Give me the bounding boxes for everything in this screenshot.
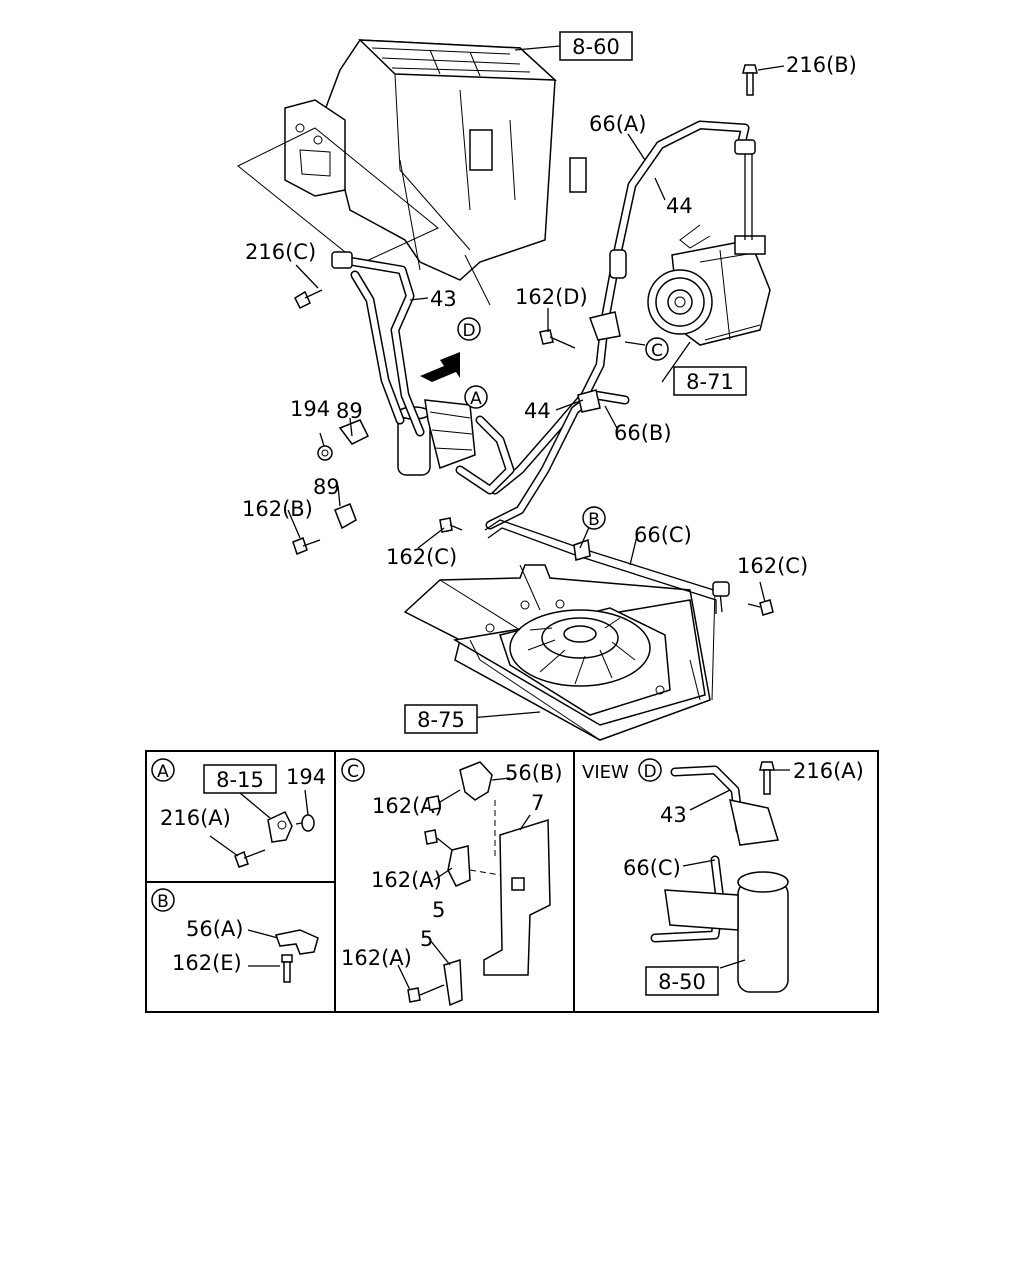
view-d-arrow-icon (420, 352, 460, 382)
label-89-low: 89 (313, 475, 340, 499)
detail-panel-b: B 56(A) 162(E) (151, 888, 319, 983)
label-44-mid: 44 (524, 399, 551, 423)
ref-8-75: 8-75 (417, 708, 465, 732)
label-89-top: 89 (336, 399, 363, 423)
ref-box-8-60 (559, 31, 633, 61)
label-43: 43 (430, 287, 457, 311)
callout-d: D (462, 321, 475, 341)
panel-b-marker: B (157, 892, 169, 912)
ref-box-8-50 (645, 966, 719, 996)
panel-a-marker: A (157, 762, 169, 782)
panel-c-label-7: 7 (531, 791, 544, 815)
label-216b: 216(B) (786, 53, 857, 77)
panel-a-label-194: 194 (286, 765, 326, 789)
label-66a: 66(A) (589, 112, 646, 136)
panel-d-marker: D (643, 762, 656, 782)
ref-8-50: 8-50 (658, 970, 706, 994)
panel-c-label-162a-2: 162(A) (371, 868, 442, 892)
ref-8-15: 8-15 (216, 768, 264, 792)
detail-panel-c: C 56(B) 162(A) 7 162(A) 5 5 162(A) (341, 758, 563, 1007)
label-162c-right: 162(C) (737, 554, 808, 578)
panel-c-label-5-2: 5 (420, 927, 433, 951)
detail-panel-a: A 8-15 194 216(A) (151, 758, 326, 868)
ref-box-8-71 (673, 366, 747, 396)
callout-a-marker (464, 385, 488, 409)
ref-8-60: 8-60 (572, 35, 620, 59)
panel-d-label-216a: 216(A) (793, 759, 864, 783)
callout-c-marker (645, 337, 669, 361)
condenser-assembly (403, 564, 711, 741)
panel-c-marker: C (347, 762, 359, 782)
panel-c-label-56b: 56(B) (505, 761, 563, 785)
detail-panel-d: VIEW D 216(A) 43 66(C) 8-50 (582, 758, 864, 996)
hose-66a (490, 120, 756, 495)
panel-c-label-162a-3: 162(A) (341, 946, 412, 970)
panel-d-label-66c: 66(C) (623, 856, 681, 880)
callout-b-marker (582, 506, 606, 530)
label-162d: 162(D) (515, 285, 588, 309)
label-162c-left: 162(C) (386, 545, 457, 569)
callout-b: B (588, 510, 600, 530)
label-44-top: 44 (666, 194, 693, 218)
ref-box-8-75 (404, 704, 478, 734)
panel-b-label-56a: 56(A) (186, 917, 243, 941)
label-leaders (287, 45, 785, 719)
callout-a: A (470, 389, 482, 409)
label-216c: 216(C) (245, 240, 316, 264)
panel-d-label-43: 43 (660, 803, 687, 827)
mounting-plane (237, 127, 439, 265)
panel-c-label-5-1: 5 (432, 898, 445, 922)
label-162b: 162(B) (242, 497, 313, 521)
leader-lines (399, 159, 491, 306)
heater-unit (284, 39, 587, 281)
condenser-leaders (439, 564, 716, 701)
callout-d-marker (457, 317, 481, 341)
label-194: 194 (290, 397, 330, 421)
hose-43 (331, 251, 425, 437)
clamps (334, 311, 621, 561)
ref-8-71: 8-71 (686, 370, 734, 394)
panel-a-label-216a: 216(A) (160, 806, 231, 830)
compressor (647, 224, 771, 346)
bolts (292, 64, 774, 616)
panel-d-view: VIEW (582, 762, 629, 783)
callout-c: C (651, 341, 663, 361)
label-66c: 66(C) (634, 523, 692, 547)
label-66b: 66(B) (614, 421, 672, 445)
panel-b-label-162e: 162(E) (172, 951, 242, 975)
detail-panels (145, 750, 879, 1013)
